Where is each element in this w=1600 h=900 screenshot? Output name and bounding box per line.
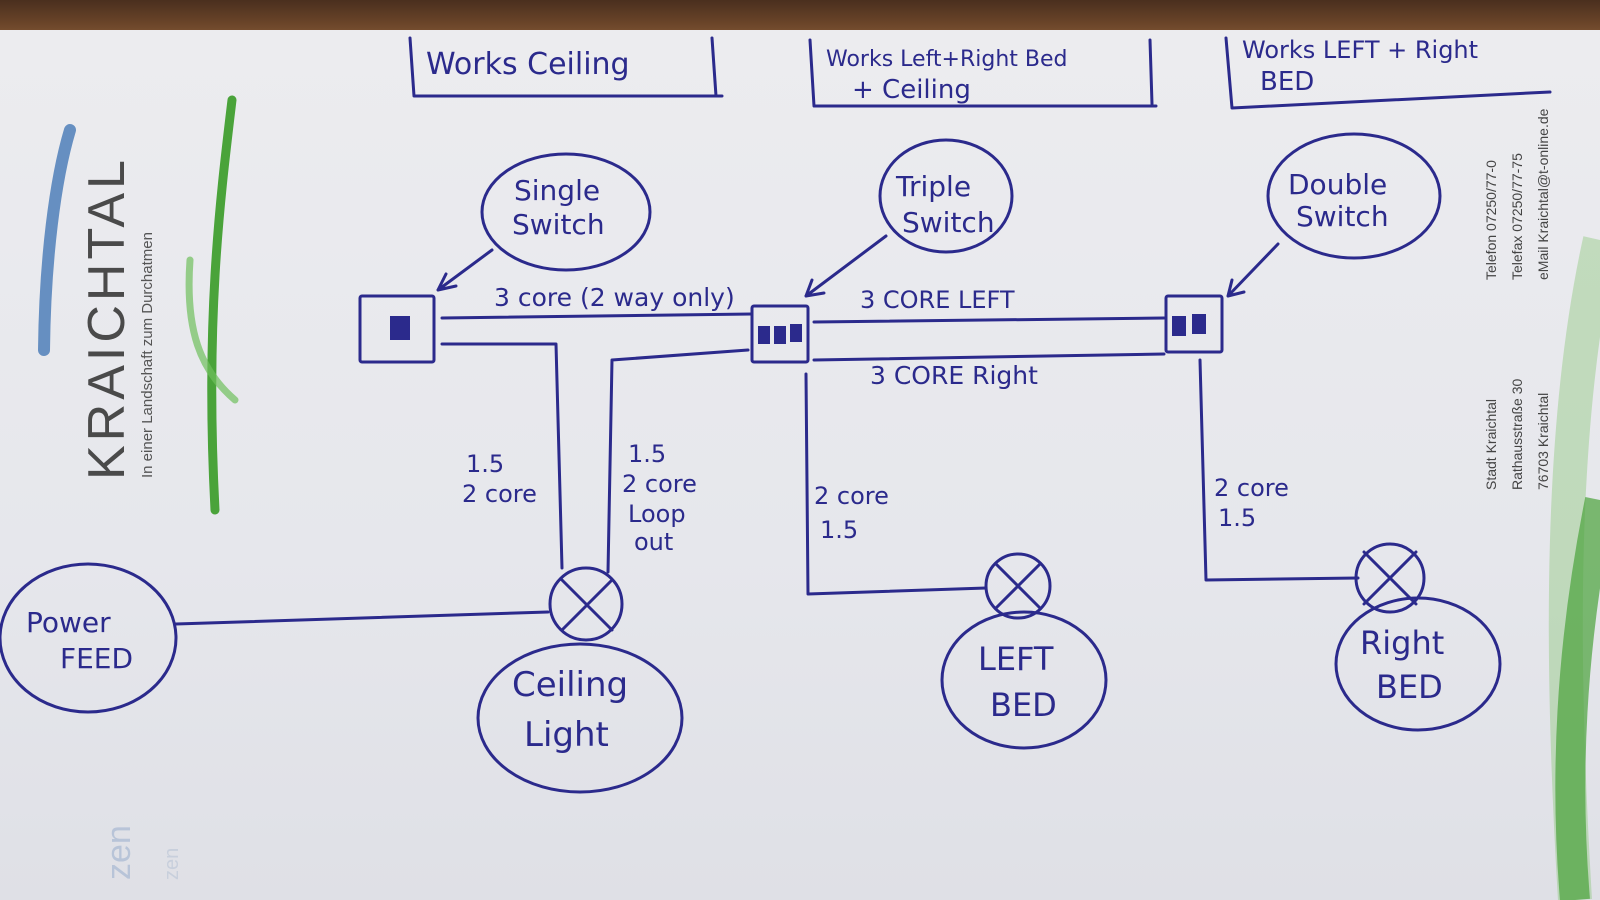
wire-triple-to-left-bed bbox=[804, 372, 988, 596]
single-switch-label-line1: Single bbox=[514, 174, 600, 207]
triple-switch-callout bbox=[878, 138, 1014, 254]
wire-triple-to-double-left bbox=[812, 316, 1166, 324]
wire-label-single-to-triple: 3 core (2 way only) bbox=[494, 283, 735, 312]
left-bed-label-line1: LEFT bbox=[978, 640, 1054, 678]
header-box-left bbox=[408, 36, 724, 98]
single-switch-label-line2: Switch bbox=[512, 208, 605, 241]
logo-green-stroke-2 bbox=[185, 256, 239, 404]
logo-text: KRAICHTAL bbox=[78, 156, 136, 480]
left-bed-label-line2: BED bbox=[990, 686, 1057, 724]
letterhead-fragment-small: zen bbox=[161, 848, 183, 880]
power-feed-label-line2: FEED bbox=[60, 642, 133, 675]
single-switch-box bbox=[358, 294, 436, 364]
wire-power-to-ceiling bbox=[174, 610, 550, 626]
letterhead-paper bbox=[0, 30, 1600, 900]
letterhead-fragment-large: zen bbox=[100, 825, 138, 880]
address-name: Stadt Kraichtal bbox=[1483, 399, 1499, 490]
right-bed-label-line2: BED bbox=[1376, 668, 1443, 706]
wire-double-to-right-bed bbox=[1198, 358, 1360, 582]
wire-label-right-bed-core: 2 core bbox=[1214, 474, 1289, 502]
wire-label-loop-loop: Loop bbox=[628, 500, 686, 528]
header-works-ceiling: Works Ceiling bbox=[426, 47, 630, 82]
contact-email: eMail Kraichtal@t-online.de bbox=[1535, 108, 1551, 280]
wire-label-right: 3 CORE Right bbox=[870, 361, 1038, 390]
right-green-swoosh-2 bbox=[1555, 497, 1600, 900]
power-feed-label-line1: Power bbox=[26, 606, 111, 639]
logo-blue-stroke bbox=[38, 124, 76, 356]
wire-single-to-ceiling bbox=[440, 342, 564, 570]
ceiling-light-callout bbox=[476, 642, 684, 794]
wire-single-to-triple bbox=[440, 312, 754, 320]
left-bed-lamp-symbol bbox=[984, 552, 1052, 620]
wire-label-single-ceiling-size: 1.5 bbox=[466, 450, 504, 478]
header-works-bed-line1: Works LEFT + Right bbox=[1242, 36, 1478, 64]
header-works-left-right-bed-line2: + Ceiling bbox=[852, 75, 971, 105]
right-bed-callout bbox=[1334, 596, 1502, 732]
address-city: 76703 Kraichtal bbox=[1535, 393, 1551, 490]
triple-switch-label-line1: Triple bbox=[895, 170, 971, 203]
double-switch-label-line2: Switch bbox=[1296, 200, 1389, 233]
logo-green-stroke bbox=[207, 95, 237, 515]
arrow-to-triple-switch bbox=[804, 234, 888, 298]
triple-switch-label-line2: Switch bbox=[902, 206, 995, 239]
right-bed-lamp-symbol bbox=[1354, 542, 1426, 614]
right-bed-label-line1: Right bbox=[1360, 624, 1444, 662]
wire-label-loop-core: 2 core bbox=[622, 470, 697, 498]
wire-label-left-bed-size: 1.5 bbox=[820, 516, 858, 544]
wire-triple-to-double-right bbox=[812, 352, 1166, 362]
triple-switch-rockers bbox=[758, 324, 802, 344]
wire-ceiling-loop-out bbox=[606, 348, 750, 574]
header-box-middle bbox=[808, 38, 1158, 108]
wire-label-left: 3 CORE LEFT bbox=[860, 286, 1015, 314]
double-switch-label-line1: Double bbox=[1288, 168, 1387, 201]
logo-tagline: In einer Landschaft zum Durchatmen bbox=[139, 232, 156, 478]
ceiling-lamp-symbol bbox=[548, 566, 624, 642]
wire-label-single-ceiling-core: 2 core bbox=[462, 480, 537, 508]
single-switch-rocker bbox=[390, 316, 410, 340]
arrow-to-double-switch bbox=[1226, 242, 1280, 298]
power-feed-callout bbox=[0, 562, 178, 714]
double-switch-callout bbox=[1266, 132, 1442, 260]
contact-telefon: Telefon 07250/77-0 bbox=[1483, 160, 1499, 280]
address-street: Rathausstraße 30 bbox=[1509, 379, 1525, 490]
header-works-left-right-bed-line1: Works Left+Right Bed bbox=[826, 47, 1068, 72]
letterhead-logo bbox=[38, 95, 1600, 900]
header-works-bed-line2: BED bbox=[1260, 67, 1314, 97]
double-switch-rockers bbox=[1172, 314, 1206, 336]
header-box-right bbox=[1224, 36, 1552, 110]
contact-telefax: Telefax 07250/77-75 bbox=[1509, 153, 1525, 280]
triple-switch-box bbox=[750, 304, 810, 364]
single-switch-callout bbox=[480, 152, 652, 272]
wire-label-loop-size: 1.5 bbox=[628, 440, 666, 468]
wood-table-background bbox=[0, 0, 1600, 34]
wire-label-loop-out: out bbox=[634, 528, 673, 556]
double-switch-box bbox=[1164, 294, 1224, 354]
wire-label-right-bed-size: 1.5 bbox=[1218, 504, 1256, 532]
arrow-to-single-switch bbox=[436, 248, 494, 292]
ceiling-light-label-line2: Light bbox=[524, 715, 609, 755]
ceiling-light-label-line1: Ceiling bbox=[512, 665, 628, 705]
left-bed-callout bbox=[940, 610, 1108, 750]
wire-label-left-bed-core: 2 core bbox=[814, 482, 889, 510]
